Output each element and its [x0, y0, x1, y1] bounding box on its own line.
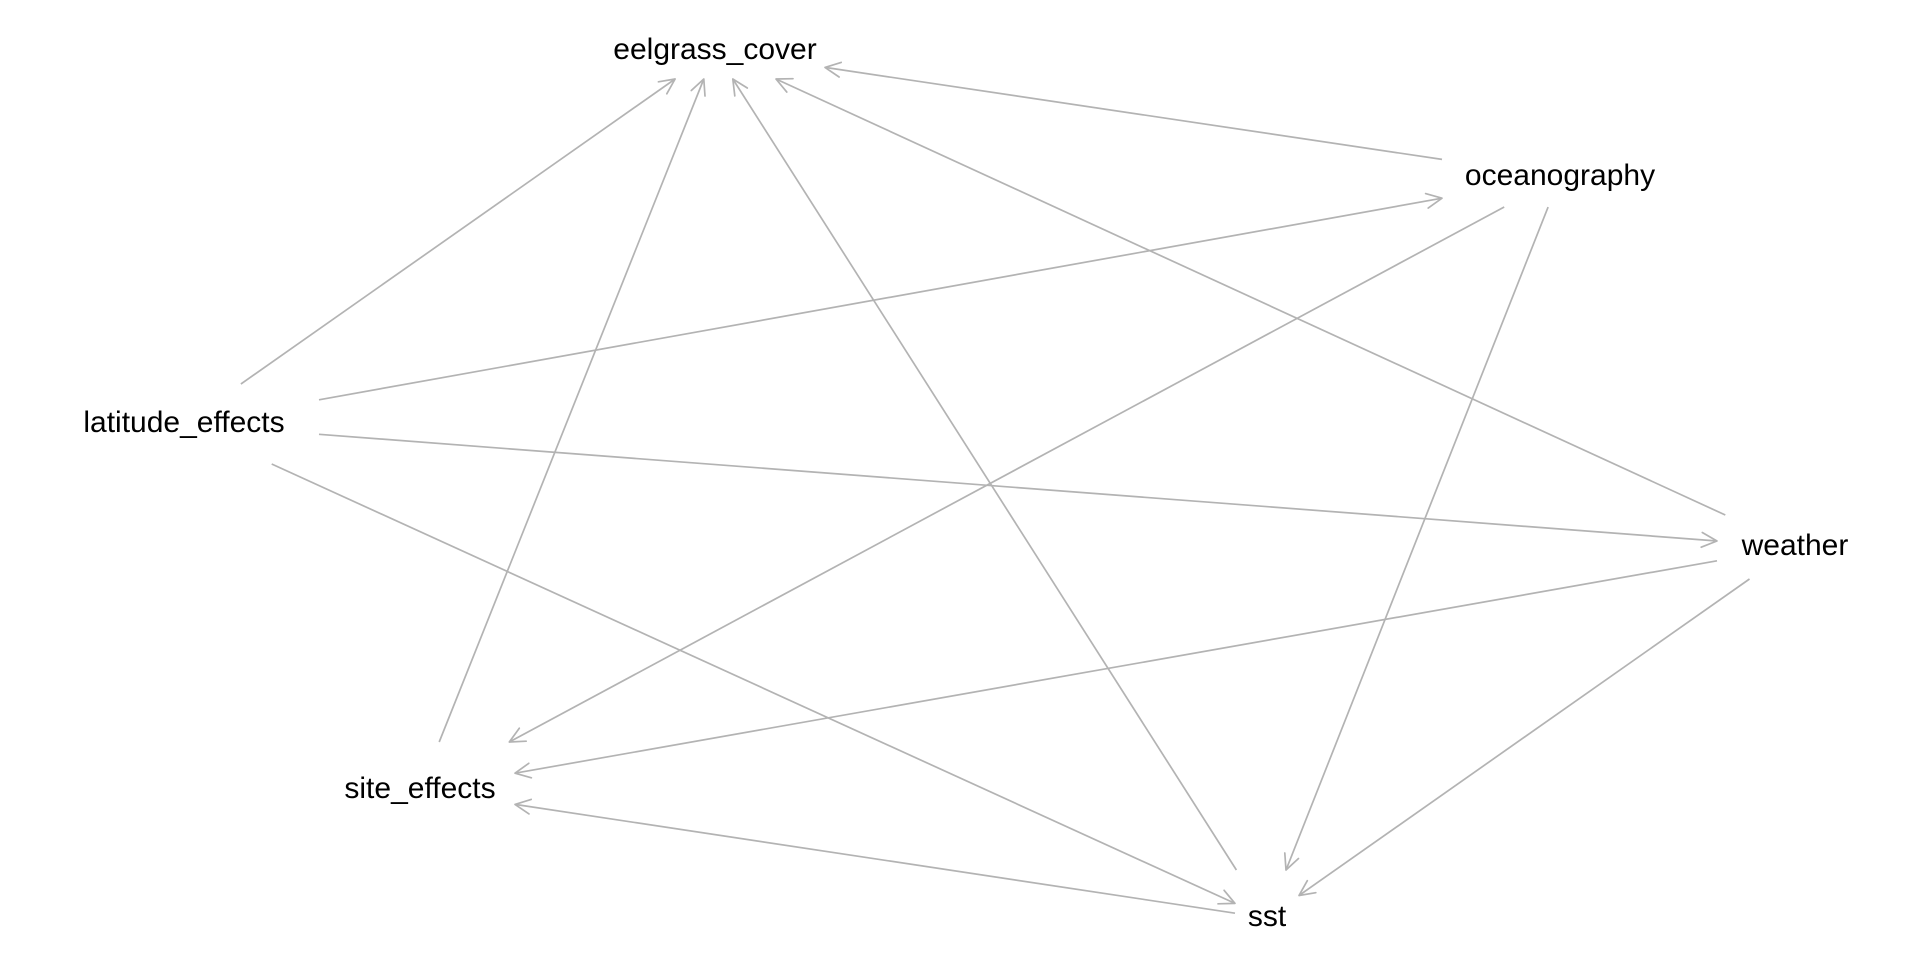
- arrowhead-weather-to-eelgrass_cover: [775, 77, 794, 93]
- arrowhead-weather-to-site_effects: [514, 762, 533, 779]
- node-oceanography: oceanography: [1465, 159, 1655, 192]
- node-eelgrass_cover: eelgrass_cover: [613, 33, 816, 66]
- node-site_effects: site_effects: [344, 772, 495, 805]
- arrowhead-latitude_effects-to-eelgrass_cover: [657, 78, 676, 95]
- edge-weather-to-sst: [1298, 578, 1750, 897]
- edge-sst-to-site_effects: [514, 803, 1236, 915]
- arrowhead-sst-to-eelgrass_cover: [731, 78, 749, 97]
- node-latitude_effects: latitude_effects: [83, 406, 284, 439]
- edge-weather-to-site_effects: [514, 559, 1718, 775]
- arrowhead-latitude_effects-to-sst: [1217, 889, 1236, 905]
- arrowhead-sst-to-site_effects: [514, 798, 533, 815]
- arrowhead-oceanography-to-eelgrass_cover: [824, 61, 843, 78]
- edge-weather-to-eelgrass_cover: [775, 78, 1726, 516]
- edge-oceanography-to-sst: [1285, 206, 1549, 871]
- edge-sst-to-eelgrass_cover: [732, 78, 1238, 871]
- edge-latitude_effects-to-sst: [271, 463, 1236, 905]
- node-sst: sst: [1248, 900, 1287, 933]
- edge-latitude_effects-to-oceanography: [318, 197, 1443, 401]
- arrowhead-latitude_effects-to-weather: [1700, 531, 1718, 549]
- arrowhead-latitude_effects-to-oceanography: [1424, 192, 1443, 209]
- edges: [240, 61, 1750, 915]
- edge-oceanography-to-site_effects: [508, 206, 1505, 743]
- node-weather: weather: [1741, 529, 1849, 562]
- arrowhead-weather-to-sst: [1298, 879, 1317, 897]
- edge-site_effects-to-eelgrass_cover: [438, 78, 705, 743]
- arrowhead-site_effects-to-eelgrass_cover: [690, 78, 706, 97]
- arrowhead-oceanography-to-site_effects: [508, 727, 528, 743]
- edge-latitude_effects-to-eelgrass_cover: [240, 78, 676, 385]
- edge-latitude_effects-to-weather: [318, 433, 1718, 542]
- arrowhead-oceanography-to-sst: [1283, 852, 1300, 871]
- nodes: eelgrass_cover oceanography latitude_eff…: [83, 33, 1848, 933]
- edge-oceanography-to-eelgrass_cover: [824, 66, 1443, 161]
